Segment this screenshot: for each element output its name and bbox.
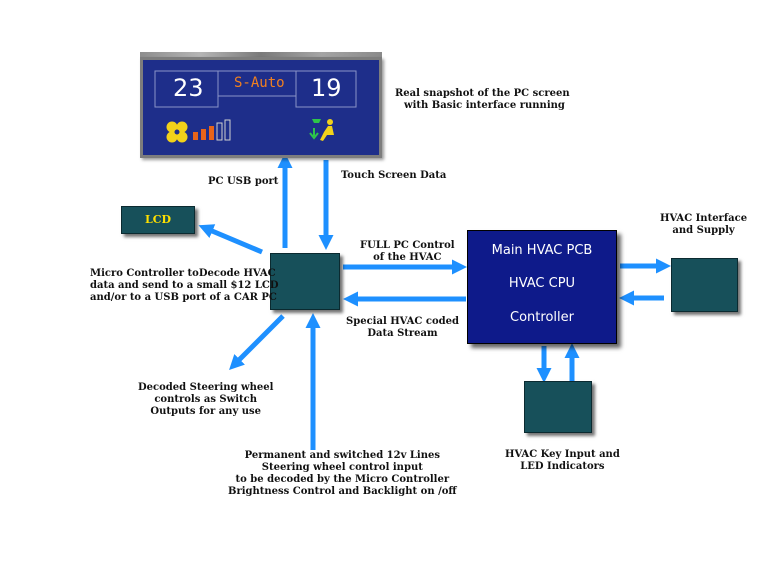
special-line-2: Data Stream: [367, 328, 438, 339]
special-line-1: Special HVAC coded: [346, 316, 459, 327]
power-inputs-label: Permanent and switched 12v Lines Steerin…: [228, 450, 457, 498]
screen-bezel-top: [140, 52, 382, 60]
micro-label-line-1: Micro Controller toDecode HVAC: [90, 268, 276, 279]
fan-bar-5: [224, 119, 231, 141]
perm-line-4: Brightness Control and Backlight on /off: [228, 486, 457, 497]
cpu-line-2: HVAC CPU: [508, 276, 576, 291]
hvac-iface-line-2: and Supply: [672, 225, 735, 236]
lcd-label: LCD: [144, 213, 172, 226]
hvac-keys-line-2: LED Indicators: [520, 461, 605, 472]
perm-line-1: Permanent and switched 12v Lines: [244, 450, 440, 461]
hvac-key-input-module: [524, 381, 592, 433]
screen-caption-line-2: with Basic interface running: [404, 100, 565, 111]
fan-bar-4: [216, 122, 223, 141]
hvac-keys-label: HVAC Key Input and LED Indicators: [505, 449, 620, 473]
micro-controller-label: Micro Controller toDecode HVAC data and …: [90, 268, 279, 304]
lcd-module: LCD: [121, 206, 195, 234]
arrow-micro-to-decoded: [229, 314, 285, 370]
hvac-interface-label: HVAC Interface and Supply: [660, 213, 747, 237]
screen-caption: Real snapshot of the PC screen with Basi…: [395, 88, 570, 112]
pc-screen-snapshot: 23 S-Auto 19: [140, 57, 382, 158]
micro-controller-module: [270, 253, 340, 310]
hvac-interface-module: [671, 258, 738, 312]
fan-bar-2: [201, 129, 206, 140]
left-temperature: 23: [173, 74, 204, 102]
cpu-line-3: Controller: [510, 310, 574, 325]
micro-label-line-3: and/or to a USB port of a CAR PC: [90, 292, 277, 303]
perm-line-3: to be decoded by the Micro Controller: [235, 474, 450, 485]
decoded-line-3: Outputs for any use: [150, 406, 262, 417]
hvac-iface-line-1: HVAC Interface: [660, 213, 748, 224]
fan-bar-3: [209, 126, 214, 140]
decoded-line-1: Decoded Steering wheel: [138, 382, 274, 393]
perm-line-2: Steering wheel control input: [261, 462, 423, 473]
special-data-stream-label: Special HVAC coded Data Stream: [346, 316, 459, 340]
arrow-micro-to-lcd: [198, 224, 263, 255]
pc-usb-port-label: PC USB port: [208, 176, 279, 187]
climate-mode: S-Auto: [234, 75, 285, 91]
right-temperature: 19: [311, 74, 342, 102]
decoded-line-2: controls as Switch: [154, 394, 258, 405]
fan-bar-1: [193, 132, 198, 140]
hvac-keys-line-1: HVAC Key Input and: [505, 449, 620, 460]
fan-speed-bars-icon: [193, 119, 231, 141]
micro-label-line-2: data and send to a small $12 LCD: [90, 280, 279, 291]
touch-screen-data-label: Touch Screen Data: [341, 170, 447, 181]
cpu-line-1: Main HVAC PCB: [491, 243, 593, 258]
screen-caption-line-1: Real snapshot of the PC screen: [395, 88, 570, 99]
decoded-steering-label: Decoded Steering wheel controls as Switc…: [138, 382, 273, 418]
screen-frames: [154, 70, 357, 108]
main-hvac-pcb: Main HVAC PCB HVAC CPU Controller: [467, 230, 617, 344]
full-pc-line-2: of the HVAC: [373, 252, 442, 263]
full-pc-line-1: FULL PC Control: [360, 240, 455, 251]
seat-airflow-icon: [309, 119, 334, 141]
fan-icon: [166, 121, 188, 143]
full-pc-control-label: FULL PC Control of the HVAC: [360, 240, 455, 264]
